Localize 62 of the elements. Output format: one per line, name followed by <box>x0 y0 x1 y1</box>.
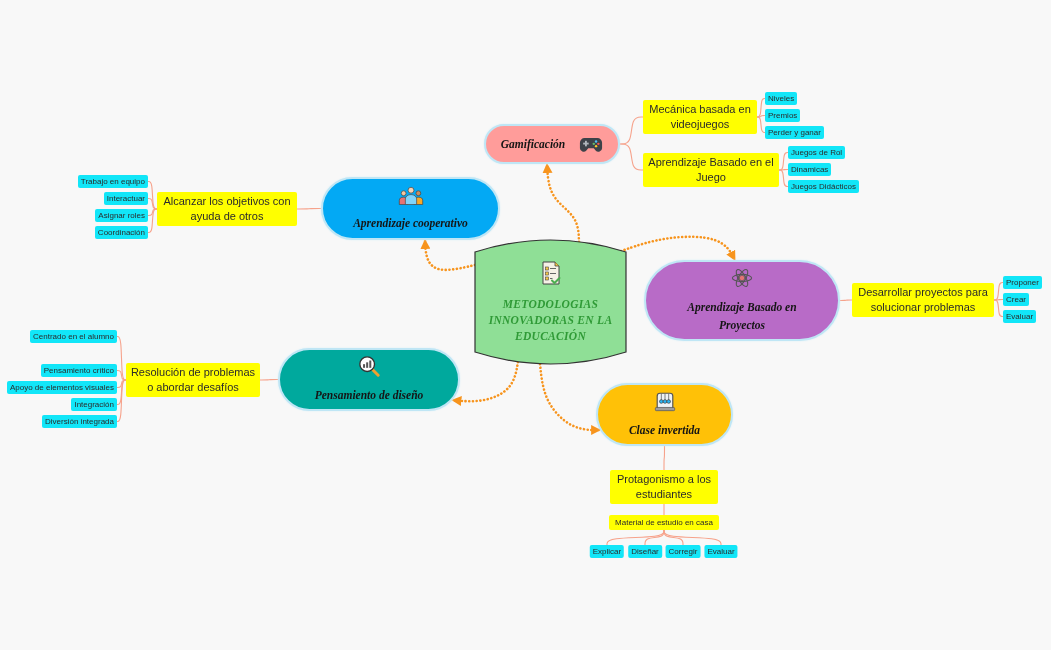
keyword-tag: Perder y ganar <box>765 126 824 139</box>
main-topic <box>484 124 620 164</box>
subtopic-card: Desarrollar proyectos para solucionar problemas <box>852 283 994 317</box>
main-topic <box>278 348 460 411</box>
branch-line <box>778 151 789 171</box>
branch-line <box>993 281 1004 301</box>
keyword-tag: Diseñar <box>628 545 662 558</box>
keyword-tag: Pensamiento crítico <box>40 364 117 377</box>
keyword-tag: Crear <box>1003 293 1029 306</box>
central-topic <box>474 238 627 366</box>
branch-line <box>663 503 665 516</box>
branch-line <box>259 378 279 381</box>
central-title: METODOLOGIAS INNOVADORAS EN LA EDUCACIÓN <box>487 297 614 344</box>
branch-line <box>296 207 322 210</box>
dotted-arrow <box>451 360 520 406</box>
branch-line <box>778 169 789 188</box>
main-topic <box>596 383 733 446</box>
keyword-tag: Coordinación <box>94 226 148 239</box>
keyword-tag: Evaluar <box>1003 310 1037 323</box>
keyword-tag: Juegos Didácticos <box>788 180 859 193</box>
branch-line <box>756 116 766 134</box>
topic-title: Aprendizaje cooperativo <box>353 216 468 232</box>
branch-line <box>147 197 158 210</box>
topic-title: Clase invertida <box>628 422 701 438</box>
keyword-tag: Corregir <box>665 545 701 558</box>
keyword-tag: Premios <box>765 109 801 122</box>
keyword-tag: Apoyo de elementos visuales <box>6 381 117 394</box>
branch-line <box>619 143 644 171</box>
keyword-tag: Juegos de Rol <box>788 146 846 159</box>
keyword-tag: Proponer <box>1003 276 1042 289</box>
topic-title: Aprendizaje Basado en Proyectos <box>686 300 798 334</box>
branch-line <box>116 379 127 423</box>
keyword-tag: Niveles <box>765 92 798 105</box>
keyword-tag: Interactuar <box>103 192 148 205</box>
subtopic-card: Material de estudio en casa <box>609 515 719 530</box>
subtopic-card: Alcanzar los objetivos con ayuda de otros <box>157 192 297 226</box>
topic-title: Pensamiento de diseño <box>314 388 424 403</box>
keyword-tag: Diversión integrada <box>42 415 117 428</box>
branch-line <box>147 208 158 234</box>
main-topic <box>321 177 500 240</box>
keyword-tag: Centrado en el alumno <box>30 330 117 343</box>
keyword-tag: Trabajo en equipo <box>77 175 148 188</box>
branch-line <box>116 369 127 381</box>
branch-line <box>663 445 666 471</box>
keyword-tag: Asignar roles <box>95 209 148 222</box>
branch-line <box>663 529 684 546</box>
branch-line <box>993 299 1004 318</box>
branch-line <box>756 97 766 118</box>
keyword-tag: Dinamicas <box>788 163 832 176</box>
branch-line <box>116 335 127 381</box>
keyword-tag: Evaluar <box>704 545 738 558</box>
subtopic-card: Mecánica basada en videojuegos <box>643 100 757 134</box>
keyword-tag: Explicar <box>589 545 625 558</box>
branch-line <box>839 299 853 302</box>
branch-line <box>147 180 158 210</box>
branch-line <box>663 529 722 546</box>
subtopic-card: Resolución de problemas o abordar desafíos <box>126 363 260 397</box>
topic-title: Gamificación <box>500 137 566 153</box>
subtopic-card: Protagonismo a los estudiantes <box>610 470 718 504</box>
keyword-tag: Integración <box>71 398 117 411</box>
dotted-arrow <box>538 362 602 435</box>
subtopic-card: Aprendizaje Basado en el Juego <box>643 153 779 187</box>
